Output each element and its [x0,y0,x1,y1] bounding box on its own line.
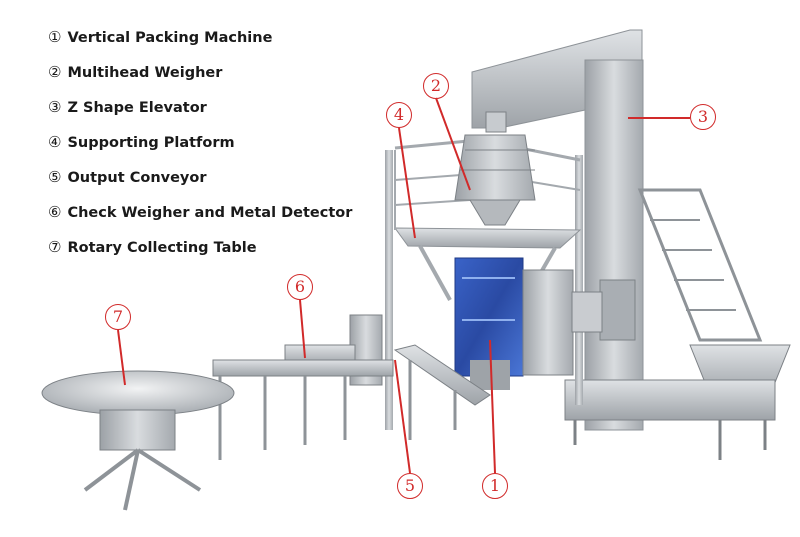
legend-number: ⑦ [48,238,62,256]
legend-item-rotary-table: ⑦ Rotary Collecting Table [48,236,352,271]
legend-item-supporting-platform: ④ Supporting Platform [48,131,352,166]
leader-6 [299,299,306,359]
legend-label: Output Conveyor [67,170,207,186]
legend-item-output-conveyor: ⑤ Output Conveyor [48,166,352,201]
callout-7: 7 [105,304,131,330]
legend-number: ⑥ [48,203,62,221]
leader-4 [398,127,416,239]
legend-label: Check Weigher and Metal Detector [67,205,353,221]
callout-1: 1 [482,473,508,499]
check-weigher-metal-detector [212,314,394,460]
legend-label: Multihead Weigher [67,65,223,81]
legend-label: Rotary Collecting Table [67,240,257,256]
legend-number: ② [48,63,62,81]
callout-5: 5 [397,473,423,499]
multihead-weigher [454,111,536,226]
legend-item-check-weigher: ⑥ Check Weigher and Metal Detector [48,201,352,236]
legend-number: ① [48,28,62,46]
callout-2: 2 [423,73,449,99]
callout-leaders [117,97,690,474]
legend-item-multihead-weigher: ② Multihead Weigher [48,61,352,96]
leader-1 [489,339,496,474]
callout-6: 6 [287,274,313,300]
legend-label: Supporting Platform [67,135,235,151]
component-legend: ① Vertical Packing Machine ② Multihead Wei… [48,26,352,271]
legend-number: ③ [48,98,62,116]
leader-5 [394,359,411,474]
callout-4: 4 [386,102,412,128]
leader-2 [435,97,471,191]
legend-label: Z Shape Elevator [67,100,207,116]
legend-label: Vertical Packing Machine [67,30,273,46]
legend-item-z-shape-elevator: ③ Z Shape Elevator [48,96,352,131]
output-conveyor [393,344,491,440]
callout-3: 3 [690,104,716,130]
legend-number: ④ [48,133,62,151]
legend-number: ⑤ [48,168,62,186]
rotary-collecting-table [41,370,235,511]
legend-item-vertical-packing-machine: ① Vertical Packing Machine [48,26,352,61]
leader-7 [117,329,126,386]
z-shape-elevator [471,29,791,460]
